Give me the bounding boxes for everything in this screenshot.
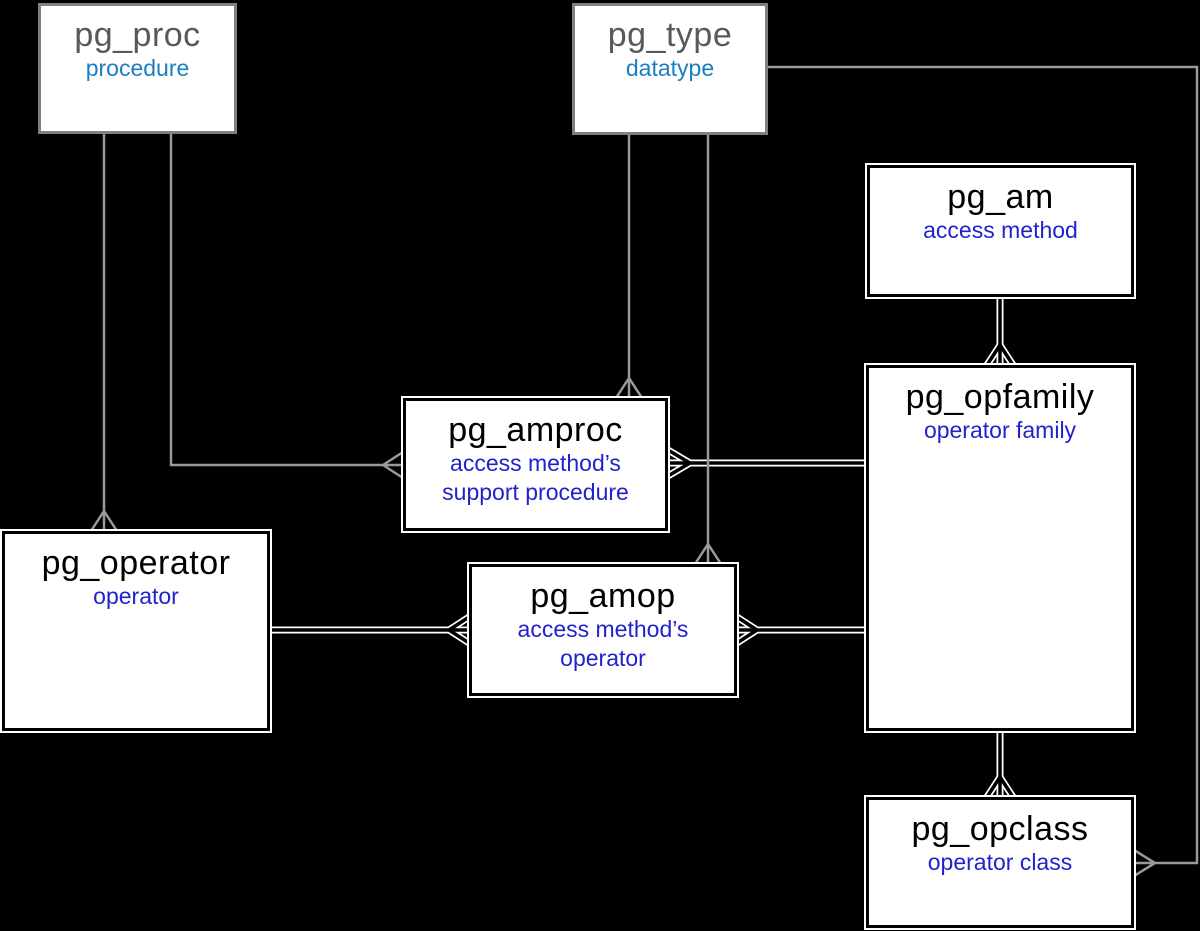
node-subtitle: datatype [625, 55, 715, 81]
node-subtitle: access method’s operator [517, 616, 689, 671]
node-pg-amop: pg_amop access method’s operator [469, 564, 737, 696]
node-title: pg_type [607, 16, 733, 54]
node-pg-am: pg_am access method [867, 165, 1134, 297]
edge-pg-proc-pg-amproc [169, 133, 404, 480]
node-title: pg_amproc [448, 411, 623, 449]
node-pg-operator: pg_operator operator [2, 531, 270, 731]
edge-pg-proc-pg-operator [89, 133, 119, 532]
node-subtitle: procedure [85, 55, 190, 81]
edge-pg-opfamily-pg-opclass [984, 731, 1016, 799]
node-title: pg_opfamily [905, 378, 1095, 416]
node-subtitle: operator family [923, 417, 1077, 443]
edge-pg-type-pg-amop [693, 135, 723, 565]
node-title: pg_opclass [911, 810, 1089, 848]
node-subtitle: operator [93, 583, 179, 609]
node-subtitle: access method’s support procedure [442, 450, 629, 505]
edge-pg-type-pg-opclass [768, 65, 1199, 878]
node-title: pg_operator [41, 544, 231, 582]
edge-pg-opfamily-pg-amproc [666, 446, 866, 480]
node-pg-amproc: pg_amproc access method’s support proced… [403, 398, 668, 531]
node-title: pg_proc [74, 16, 201, 54]
node-title: pg_am [947, 178, 1054, 216]
node-pg-opclass: pg_opclass operator class [866, 797, 1134, 928]
edge-pg-operator-pg-amop [270, 614, 471, 646]
node-subtitle: access method [923, 217, 1078, 243]
node-pg-type: pg_type datatype [572, 3, 768, 135]
node-subtitle: operator class [927, 849, 1073, 875]
node-pg-opfamily: pg_opfamily operator family [866, 365, 1134, 731]
edge-pg-am-pg-opfamily [984, 297, 1016, 367]
node-pg-proc: pg_proc procedure [38, 3, 237, 134]
edge-pg-opfamily-pg-amop [735, 614, 866, 646]
edge-pg-type-pg-amproc [614, 135, 644, 399]
node-title: pg_amop [530, 577, 676, 615]
